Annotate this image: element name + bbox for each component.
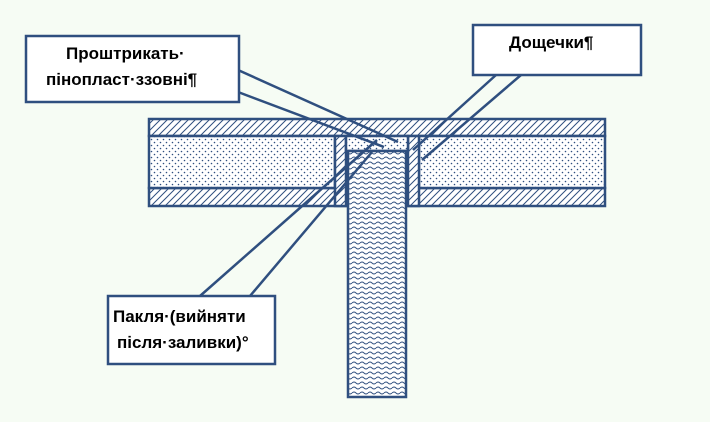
- leader-foam-2: [237, 90, 385, 149]
- slab-foam-right: [417, 134, 607, 190]
- callout-oakum: Пакля·(вийняти після·заливки)°: [106, 294, 277, 366]
- callout-foam-line2: пінопласт·ззовні¶: [46, 70, 197, 89]
- leader-oakum-1: [199, 139, 378, 297]
- leader-boards-2: [421, 74, 522, 161]
- callout-oakum-line1: Пакля·(вийняти: [113, 307, 246, 326]
- leader-oakum-2: [249, 151, 373, 297]
- callout-oakum-box: [106, 294, 277, 366]
- callout-foam-line1: Проштрикать·: [66, 44, 185, 63]
- slab-foam-left: [147, 134, 337, 190]
- vertical-column: [346, 149, 408, 399]
- callout-boards: Дощечки¶: [471, 23, 643, 77]
- callout-foam: Проштрикать· пінопласт·ззовні¶: [24, 34, 241, 104]
- leader-lines: [199, 68, 522, 297]
- leader-boards-1: [412, 74, 497, 151]
- leader-foam-1: [237, 68, 399, 144]
- callout-boards-box: [471, 23, 643, 77]
- callout-boards-line1: Дощечки¶: [509, 33, 593, 52]
- callout-oakum-line2: після·заливки)°: [117, 333, 249, 352]
- board-right: [406, 134, 421, 208]
- callout-foam-box: [24, 34, 241, 104]
